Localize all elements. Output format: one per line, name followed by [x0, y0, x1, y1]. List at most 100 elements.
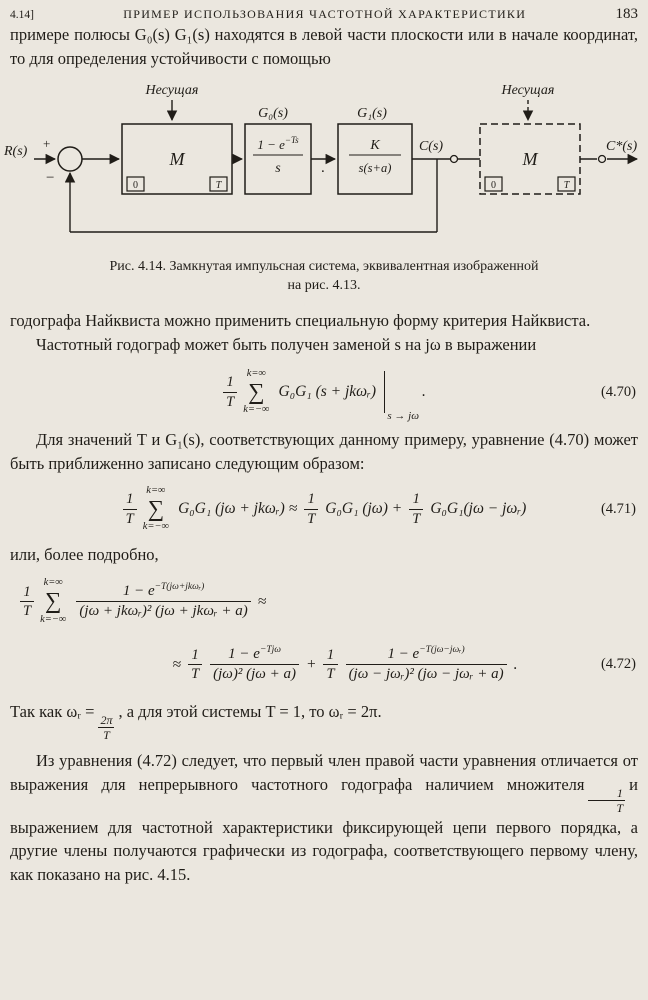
input-label: R(s) — [3, 144, 28, 159]
equation-number: (4.71) — [600, 500, 636, 517]
numerator-exponent: −Tjω — [259, 645, 281, 656]
book-page: 4.14] ПРИМЕР ИСПОЛЬЗОВАНИЯ ЧАСТОТНОЙ ХАР… — [0, 6, 648, 886]
equation-body: G₀G₁ (s + jkωᵣ) — [278, 383, 377, 400]
sampler-1-zero: 0 — [133, 180, 138, 191]
fraction-denominator: T — [326, 666, 335, 682]
fraction-denominator: T — [412, 510, 421, 527]
fraction-denominator: T — [226, 393, 235, 410]
equation-4-70: 1 T k=∞ ∑ k=−∞ G₀G₁ (s + jkωᵣ) s → jω . … — [10, 363, 638, 422]
g1-title: G₁(s) — [357, 106, 387, 121]
page-header: 4.14] ПРИМЕР ИСПОЛЬЗОВАНИЯ ЧАСТОТНОЙ ХАР… — [10, 6, 638, 23]
big-fraction-2-denominator: (jω)² (jω + a) — [213, 666, 297, 682]
g1-denominator: s(s+a) — [359, 161, 392, 175]
fraction-numerator: 1 — [122, 490, 137, 510]
g0-title: G₀(s) — [258, 106, 288, 121]
paragraph-values: Для значений T и G₁(s), соответствующих … — [10, 430, 638, 473]
paragraph-hodograph: Частотный годограф может быть получен за… — [36, 334, 537, 354]
section-number: 4.14] — [10, 9, 34, 21]
equation-number: (4.72) — [600, 656, 636, 672]
output-1-label: C(s) — [419, 139, 443, 154]
g1-numerator: K — [369, 138, 380, 153]
g0-block — [244, 123, 312, 195]
fraction-denominator: T — [191, 666, 200, 682]
numerator-base: 1 − e — [387, 646, 420, 663]
big-fraction-1: 1 − e−T(jω+jkωᵣ) (jω + jkωᵣ)² (jω + jkωᵣ… — [76, 582, 251, 621]
big-fraction-3: 1 − e−T(jω−jωᵣ) (jω − jωᵣ)² (jω − jωᵣ + … — [345, 645, 507, 684]
g1-block — [337, 123, 413, 195]
conclusion-end: и выражением для частотной характеристик… — [10, 774, 638, 884]
big-fraction-2-numerator: 1 − e−Tjω — [210, 645, 300, 665]
numerator-exponent: −T(jω−jωᵣ) — [419, 645, 465, 656]
equation-term-1: G₀G₁ (jω + jkωᵣ) ≈ — [178, 500, 298, 517]
paragraph-intro: примере полюсы G₀(s) G₁(s) находятся в л… — [10, 25, 638, 68]
fraction-numerator: 2π — [98, 712, 115, 728]
figure-caption-line2: на рис. 4.13. — [287, 277, 361, 293]
node-c-of-s — [449, 154, 459, 164]
output-2-label: C*(s) — [606, 139, 637, 154]
summing-junction — [57, 146, 83, 172]
fraction-denominator: T — [125, 510, 134, 527]
page-number: 183 — [615, 6, 639, 22]
big-fraction-2: 1 − e−Tjω (jω)² (jω + a) — [210, 645, 300, 684]
node-c-star — [597, 154, 607, 164]
summation: k=∞ ∑ k=−∞ — [243, 368, 269, 416]
paragraph-nyquist: годографа Найквиста можно применить спец… — [10, 311, 591, 330]
coefficient-fraction: 1 T — [20, 583, 35, 620]
plus-sign: + — [43, 136, 50, 151]
figure-4-14: Несущая R(s) + − M 0 T G₀(s) 1 − e−Ts s — [0, 80, 648, 295]
sum-upper-limit: k=∞ — [43, 577, 63, 589]
coefficient-fraction-3: 1 T — [409, 490, 424, 527]
big-fraction-3-denominator: (jω − jωᵣ)² (jω − jωᵣ + a) — [348, 666, 504, 682]
sampler-1-label: M — [169, 149, 186, 169]
end-dot: . — [422, 383, 426, 400]
block-diagram: Несущая R(s) + − M 0 T G₀(s) 1 − e−Ts s — [3, 83, 639, 233]
equation-4-72-line1: 1 T k=∞ ∑ k=−∞ 1 − e−T(jω+jkωᵣ) (jω + jk… — [10, 574, 638, 630]
equation-4-72-line2: ≈ 1 T 1 − e−Tjω (jω)² (jω + a) + 1 T 1 −… — [10, 637, 638, 693]
summation: k=∞ ∑ k=−∞ — [40, 577, 66, 625]
sampler-2-zero: 0 — [491, 180, 496, 191]
sampler-2-label: M — [522, 149, 539, 169]
carrier-label-1: Несущая — [145, 83, 199, 98]
conclusion-start: Из уравнения (4.72) следует, что первый … — [10, 751, 638, 794]
paragraph-conclusion: Из уравнения (4.72) следует, что первый … — [10, 749, 638, 886]
fraction-numerator: 1 — [188, 646, 203, 665]
numerator-base: 1 − e — [122, 583, 155, 600]
fraction-numerator: 1 — [588, 786, 626, 802]
coefficient-fraction-2: 1 T — [304, 490, 319, 527]
sigma-sign: ∑ — [248, 378, 265, 404]
sampler-1-zero-box — [126, 176, 145, 192]
multiplication-dot: . — [321, 160, 325, 176]
fraction-numerator: 1 — [223, 373, 238, 393]
coefficient-fraction: 1 T — [122, 490, 137, 527]
g0-numerator: 1 − e−Ts — [257, 135, 299, 152]
big-fraction-3-numerator: 1 − e−T(jω−jωᵣ) — [345, 645, 507, 665]
sampler-2-t-box — [557, 176, 576, 192]
sum-lower-limit: k=−∞ — [243, 404, 270, 416]
sampler-1-t-box — [209, 176, 228, 192]
sum-lower-limit: k=−∞ — [40, 613, 67, 625]
paragraph-more-detail: или, более подробно, — [10, 545, 159, 564]
evaluation-bar — [384, 371, 386, 413]
fraction-denominator: T — [103, 727, 110, 742]
coefficient-fraction-2: 1 T — [188, 646, 203, 683]
minus-sign: − — [46, 170, 54, 186]
summation: k=∞ ∑ k=−∞ — [143, 485, 169, 533]
coefficient-fraction: 1 T — [223, 373, 238, 410]
plus-sign: + — [306, 655, 317, 673]
fraction-numerator: 1 — [304, 490, 319, 510]
evaluation-condition: s → jω — [387, 410, 419, 422]
big-fraction-1-numerator: 1 − e−T(jω+jkωᵣ) — [76, 582, 251, 602]
sentence-start: Так как ωᵣ = — [10, 701, 95, 721]
sigma-sign: ∑ — [45, 588, 62, 614]
sampler-2-t: T — [564, 180, 571, 191]
equation-number: (4.70) — [600, 383, 636, 400]
equation-term-3: G₀G₁(jω − jωᵣ) — [430, 500, 527, 517]
sum-upper-limit: k=∞ — [246, 367, 266, 379]
sigma-sign: ∑ — [147, 495, 165, 521]
numerator-exponent: −T(jω+jkωᵣ) — [154, 582, 205, 593]
sampler-2-zero-box — [484, 176, 503, 192]
equation-term-2: G₀G₁ (jω) + — [325, 500, 403, 517]
fraction-numerator: 1 — [409, 490, 424, 510]
